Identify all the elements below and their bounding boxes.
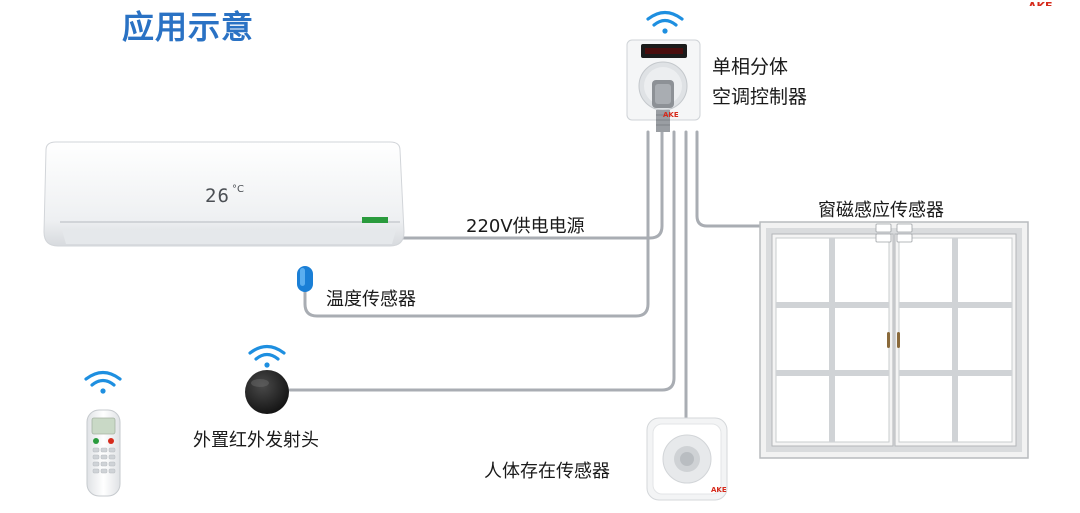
ir-emitter-device xyxy=(245,370,289,414)
temperature-sensor-probe xyxy=(297,266,313,292)
remote-control xyxy=(86,409,121,497)
power-supply-label: 220V供电电源 xyxy=(466,216,585,237)
controller-label-line2: 空调控制器 xyxy=(712,86,808,108)
controller-label-line1: 单相分体 xyxy=(712,56,789,78)
air-conditioner xyxy=(43,141,405,247)
brand-corner-mark: AKE xyxy=(1028,0,1080,6)
window-sensor-label: 窗磁感应传感器 xyxy=(818,200,944,221)
wifi-icon-ir xyxy=(248,344,286,368)
ir-emitter-cable xyxy=(288,130,676,392)
controller-label: 单相分体 空调控制器 xyxy=(712,52,807,112)
temp-sensor-cable xyxy=(303,130,650,318)
presence-sensor-label: 人体存在传感器 xyxy=(484,461,610,482)
controller-device xyxy=(626,39,701,132)
window-magnetic-sensor xyxy=(875,223,913,243)
window-frame xyxy=(759,221,1029,459)
presence-sensor-brand-logo: AKE xyxy=(711,486,727,494)
ac-temperature-unit: °C xyxy=(232,184,244,195)
controller-brand-logo: AKE xyxy=(663,111,679,119)
ir-emitter-label: 外置红外发射头 xyxy=(193,430,319,451)
ac-temperature-display: 26 xyxy=(205,185,230,207)
page-title: 应用示意 xyxy=(122,8,255,46)
power-cable xyxy=(398,130,664,240)
presence-sensor-device xyxy=(646,417,728,501)
cables xyxy=(288,130,882,420)
temperature-sensor-label: 温度传感器 xyxy=(326,289,416,310)
window-sensor-cable xyxy=(695,130,882,228)
wifi-icon-controller xyxy=(646,10,684,34)
wifi-icon-remote xyxy=(84,370,122,394)
